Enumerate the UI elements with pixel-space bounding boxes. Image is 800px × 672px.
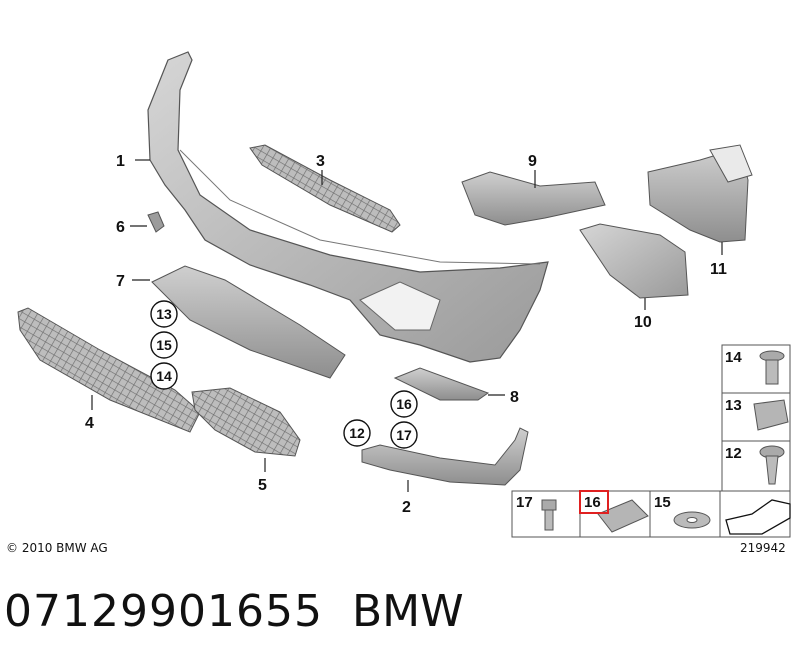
callout-11: 11 (710, 261, 727, 278)
callout-8: 8 (510, 389, 519, 406)
legend-16: 16 (584, 494, 601, 511)
parts-diagram: 1 3 6 7 9 11 10 8 4 5 2 13 15 14 16 12 1… (17, 51, 791, 538)
bolt-17-icon (541, 499, 557, 531)
callout-5: 5 (258, 477, 267, 494)
side-grille (191, 387, 301, 457)
callout-2: 2 (402, 499, 411, 516)
copyright: © 2010 BMW AG (6, 541, 108, 555)
arrow-icon (725, 499, 791, 535)
callout-6: 6 (116, 219, 125, 236)
screw-12-icon (759, 445, 785, 485)
callout-3: 3 (316, 153, 325, 170)
circled-14: 14 (156, 368, 172, 384)
legend-15: 15 (654, 494, 671, 511)
circle-17 (390, 421, 418, 449)
trim-part-8 (393, 367, 490, 401)
air-guide-opening (709, 144, 753, 183)
part-number: 07129901655 (4, 586, 323, 637)
circled-17: 17 (396, 427, 412, 443)
circle-12 (343, 419, 371, 447)
legend-17: 17 (516, 494, 533, 511)
screw-14-icon (759, 350, 785, 385)
leader-lines (91, 159, 723, 492)
callout-1: 1 (116, 153, 125, 170)
circle-15 (150, 331, 178, 359)
spring-nut-16-icon (597, 499, 649, 533)
legend-13: 13 (725, 397, 742, 414)
air-duct (461, 171, 606, 226)
upper-grille (249, 144, 401, 233)
legend-14: 14 (725, 349, 742, 366)
highlight-box (579, 490, 609, 514)
callout-9: 9 (528, 153, 537, 170)
circled-13: 13 (156, 306, 172, 322)
callout-7: 7 (116, 273, 125, 290)
lower-grille (17, 307, 201, 433)
callout-10: 10 (634, 314, 652, 331)
brand-name: BMW (352, 586, 464, 637)
circle-13 (150, 300, 178, 328)
underbody-panel (151, 265, 346, 379)
circled-15: 15 (156, 337, 172, 353)
spoiler (361, 427, 529, 486)
clip-part-6 (147, 211, 165, 233)
callout-4: 4 (85, 415, 94, 432)
washer-15-icon (673, 511, 711, 529)
circled-12: 12 (349, 425, 365, 441)
bumper-cover (147, 51, 549, 363)
circle-16 (390, 390, 418, 418)
circle-14 (150, 362, 178, 390)
clip-nut-13-icon (753, 399, 789, 431)
legend-12: 12 (725, 445, 742, 462)
bracket-part-10 (579, 223, 689, 299)
diagram-number: 219942 (740, 541, 786, 555)
circled-16: 16 (396, 396, 412, 412)
